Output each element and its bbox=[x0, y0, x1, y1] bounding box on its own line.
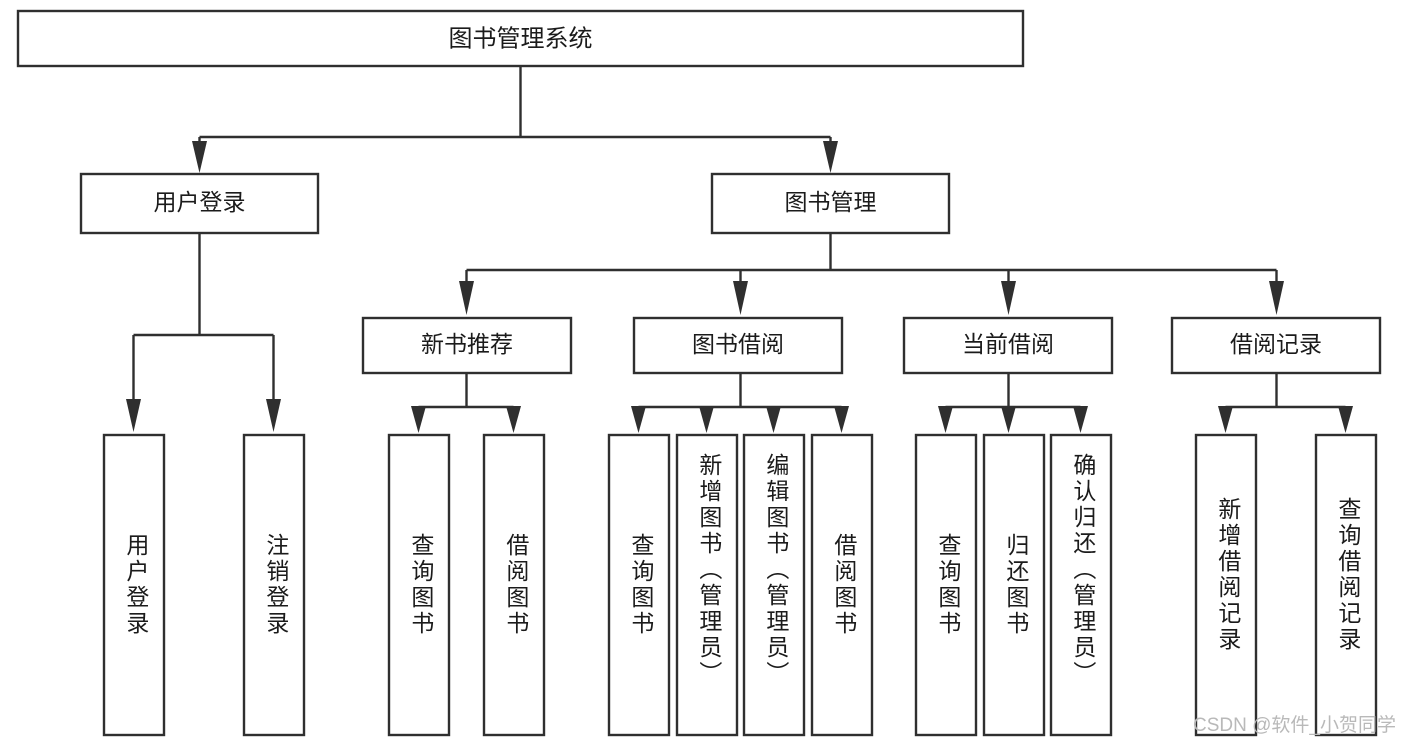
node-leaf-edit-book[interactable]: 编辑图书（管理员） bbox=[742, 433, 806, 737]
node-leaf-borrow-book-1[interactable]: 借阅图书 bbox=[482, 433, 546, 737]
node-leaf-user-login[interactable]: 用户登录 bbox=[102, 433, 166, 737]
node-leaf-logout-box[interactable] bbox=[242, 433, 306, 737]
node-layer: 图书管理系统 用户登录 图书管理 新书推荐 图书借阅 bbox=[16, 9, 1382, 737]
node-new-book-recommend-label: 新书推荐 bbox=[421, 331, 513, 357]
arrow-head-leaf-query-record bbox=[1338, 406, 1353, 433]
arrow-head-leaf-confirm-return bbox=[1073, 406, 1088, 433]
node-leaf-confirm-return[interactable]: 确认归还（管理员） bbox=[1049, 433, 1113, 737]
arrow-head-leaf-return-book bbox=[1001, 406, 1016, 433]
node-leaf-add-book-box[interactable] bbox=[675, 433, 739, 737]
node-leaf-user-login-box[interactable] bbox=[102, 433, 166, 737]
node-leaf-query-book-2[interactable]: 查询图书 bbox=[607, 433, 671, 737]
node-leaf-logout-label: 注销登录 bbox=[263, 533, 290, 637]
node-user-login-label: 用户登录 bbox=[154, 189, 246, 215]
connector-layer bbox=[126, 67, 1353, 433]
node-leaf-confirm-return-label: 确认归还（管理员） bbox=[1070, 453, 1097, 687]
node-book-manage-box[interactable] bbox=[710, 172, 951, 235]
arrow-head-current-borrow bbox=[1001, 281, 1016, 315]
arrow-head-leaf-add-record bbox=[1218, 406, 1233, 433]
node-user-login[interactable]: 用户登录 bbox=[79, 172, 320, 235]
node-leaf-query-book-1[interactable]: 查询图书 bbox=[387, 433, 451, 737]
node-root-label: 图书管理系统 bbox=[449, 25, 593, 52]
node-leaf-return-book-box[interactable] bbox=[982, 433, 1046, 737]
node-leaf-query-record-label: 查询借阅记录 bbox=[1335, 497, 1362, 653]
node-leaf-borrow-book-1-label: 借阅图书 bbox=[503, 533, 530, 637]
node-leaf-borrow-book-1-box[interactable] bbox=[482, 433, 546, 737]
arrow-head-book-manage bbox=[823, 141, 838, 173]
node-root-box[interactable] bbox=[16, 9, 1025, 68]
node-book-borrow-box[interactable] bbox=[632, 316, 844, 375]
node-current-borrow[interactable]: 当前借阅 bbox=[902, 316, 1114, 375]
node-leaf-edit-book-label: 编辑图书（管理员） bbox=[763, 453, 790, 687]
node-leaf-query-record-box[interactable] bbox=[1314, 433, 1378, 737]
node-leaf-borrow-book-2-box[interactable] bbox=[810, 433, 874, 737]
node-leaf-query-record[interactable]: 查询借阅记录 bbox=[1314, 433, 1378, 737]
node-leaf-query-book-3[interactable]: 查询图书 bbox=[914, 433, 978, 737]
arrow-head-borrow-record bbox=[1269, 281, 1284, 315]
watermark-label: CSDN @软件_小贺同学 bbox=[1193, 714, 1396, 736]
node-current-borrow-box[interactable] bbox=[902, 316, 1114, 375]
node-book-manage-label: 图书管理 bbox=[785, 189, 877, 215]
arrow-head-leaf-logout bbox=[266, 399, 281, 432]
node-new-book-recommend-box[interactable] bbox=[361, 316, 573, 375]
arrow-head-leaf-borrow-book-2 bbox=[834, 406, 849, 433]
node-leaf-borrow-book-2-label: 借阅图书 bbox=[831, 533, 858, 637]
arrow-head-leaf-query-book-3 bbox=[938, 406, 953, 433]
node-leaf-add-record-label: 新增借阅记录 bbox=[1215, 497, 1242, 653]
node-leaf-add-book-label: 新增图书（管理员） bbox=[696, 453, 723, 687]
arrow-head-new-book-recommend bbox=[459, 281, 474, 315]
arrow-head-user-login bbox=[192, 141, 207, 173]
arrow-head-leaf-borrow-book-1 bbox=[506, 406, 521, 433]
node-borrow-record-box[interactable] bbox=[1170, 316, 1382, 375]
node-book-borrow-label: 图书借阅 bbox=[692, 331, 784, 357]
node-borrow-record-label: 借阅记录 bbox=[1230, 331, 1322, 357]
arrow-head-leaf-add-book bbox=[699, 406, 714, 433]
node-user-login-box[interactable] bbox=[79, 172, 320, 235]
node-book-borrow[interactable]: 图书借阅 bbox=[632, 316, 844, 375]
node-leaf-query-book-3-label: 查询图书 bbox=[935, 533, 962, 637]
arrow-head-leaf-edit-book bbox=[766, 406, 781, 433]
node-leaf-query-book-2-label: 查询图书 bbox=[628, 533, 655, 637]
node-leaf-return-book[interactable]: 归还图书 bbox=[982, 433, 1046, 737]
node-leaf-query-book-3-box[interactable] bbox=[914, 433, 978, 737]
node-leaf-confirm-return-box[interactable] bbox=[1049, 433, 1113, 737]
arrow-head-leaf-query-book-2 bbox=[631, 406, 646, 433]
arrow-head-book-borrow bbox=[733, 281, 748, 315]
node-borrow-record[interactable]: 借阅记录 bbox=[1170, 316, 1382, 375]
arrow-head-leaf-user-login bbox=[126, 399, 141, 432]
node-new-book-recommend[interactable]: 新书推荐 bbox=[361, 316, 573, 375]
node-leaf-query-book-1-label: 查询图书 bbox=[408, 533, 435, 637]
node-root[interactable]: 图书管理系统 bbox=[16, 9, 1025, 68]
node-current-borrow-label: 当前借阅 bbox=[962, 331, 1054, 357]
node-leaf-borrow-book-2[interactable]: 借阅图书 bbox=[810, 433, 874, 737]
node-book-manage[interactable]: 图书管理 bbox=[710, 172, 951, 235]
arrow-head-leaf-query-book-1 bbox=[411, 406, 426, 433]
node-leaf-user-login-label: 用户登录 bbox=[123, 533, 150, 637]
node-leaf-edit-book-box[interactable] bbox=[742, 433, 806, 737]
node-leaf-add-record-box[interactable] bbox=[1194, 433, 1258, 737]
node-leaf-add-book[interactable]: 新增图书（管理员） bbox=[675, 433, 739, 737]
node-leaf-return-book-label: 归还图书 bbox=[1003, 533, 1030, 637]
node-leaf-query-book-2-box[interactable] bbox=[607, 433, 671, 737]
node-leaf-query-book-1-box[interactable] bbox=[387, 433, 451, 737]
node-leaf-add-record[interactable]: 新增借阅记录 bbox=[1194, 433, 1258, 737]
node-leaf-logout[interactable]: 注销登录 bbox=[242, 433, 306, 737]
